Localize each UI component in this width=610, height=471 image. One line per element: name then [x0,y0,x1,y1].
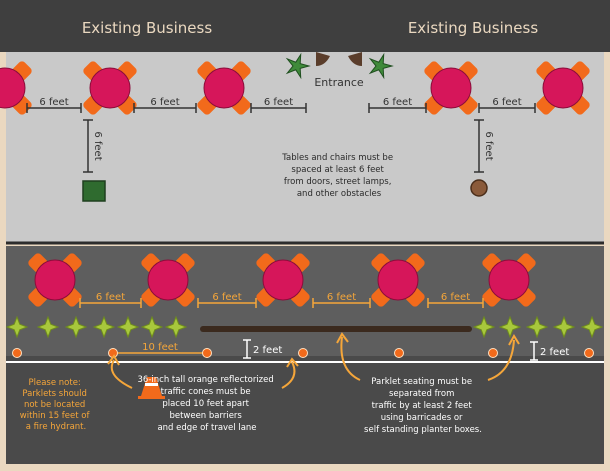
cones-note: 36-inch tall orange reflectorized traffi… [138,375,277,433]
dimension-label: 6 feet [39,97,68,108]
obstacle-street-lamp [470,179,488,197]
right-business-label: Existing Business [408,19,539,37]
table [147,259,189,301]
planter [472,315,496,339]
arrow-barrier-right-head [508,334,520,346]
planter [5,315,29,339]
arrow-barrier-right [487,339,515,381]
dimension-label: 6 feet [492,97,521,108]
arrow-barrier-left [340,336,361,381]
traffic-cone [12,348,22,358]
storefront-band [0,0,610,52]
arrow-cones-right [281,361,296,389]
clearance-label: 2 feet [540,347,569,358]
entrance-door-left [316,52,330,66]
traffic-cone-icon-base [138,396,165,399]
planter [116,315,140,339]
dimension-label: 6 feet [327,292,356,303]
dimension-label: 6 feet [383,97,412,108]
sidewalk-note: Tables and chairs must be spaced at leas… [281,153,396,199]
entrance-plant [368,52,394,80]
planter [64,315,88,339]
barrier-note: Parklet seating must be separated from t… [364,377,482,435]
planter [92,315,116,339]
planter [525,315,549,339]
planter [580,315,604,339]
table [203,67,245,109]
table [430,67,472,109]
dimension-label: 10 feet [142,342,178,353]
table [488,259,530,301]
planter [140,315,164,339]
table [542,67,584,109]
left-business-label: Existing Business [82,19,213,37]
arrow-cones-right-head [286,357,299,368]
traffic-cone [488,348,498,358]
dimension-label: 6 feet [264,97,293,108]
arrow-cones-left-head [107,354,120,366]
road-zone [6,356,604,464]
entrance-label: Entrance [314,76,364,89]
planter [36,315,60,339]
table [0,67,26,109]
traffic-cone-icon [141,377,162,396]
obstacle-square [82,180,106,202]
entrance-door-right [348,52,362,66]
dimension-label: 6 feet [150,97,179,108]
dimension-label: 6 feet [96,292,125,303]
traffic-cone [202,348,212,358]
entrance-plant [285,52,311,80]
planter [552,315,576,339]
table [262,259,304,301]
traffic-cone [394,348,404,358]
table [377,259,419,301]
table [89,67,131,109]
dimension-label: 6 feet [92,131,103,160]
planter [164,315,188,339]
planter [498,315,522,339]
dimension-label: 6 feet [212,292,241,303]
clearance-label: 2 feet [253,345,282,356]
arrow-barrier-left-head [336,332,349,344]
arrow-cones-left [110,359,133,389]
dimension-label: 6 feet [483,131,494,160]
hydrant-note: Please note: Parklets should not be loca… [20,378,92,432]
traffic-cone [584,348,594,358]
dimension-label: 6 feet [441,292,470,303]
parklet-barrier-bar [200,326,472,332]
traffic-cone [298,348,308,358]
table [34,259,76,301]
traffic-cone-icon-stripe [145,383,158,386]
